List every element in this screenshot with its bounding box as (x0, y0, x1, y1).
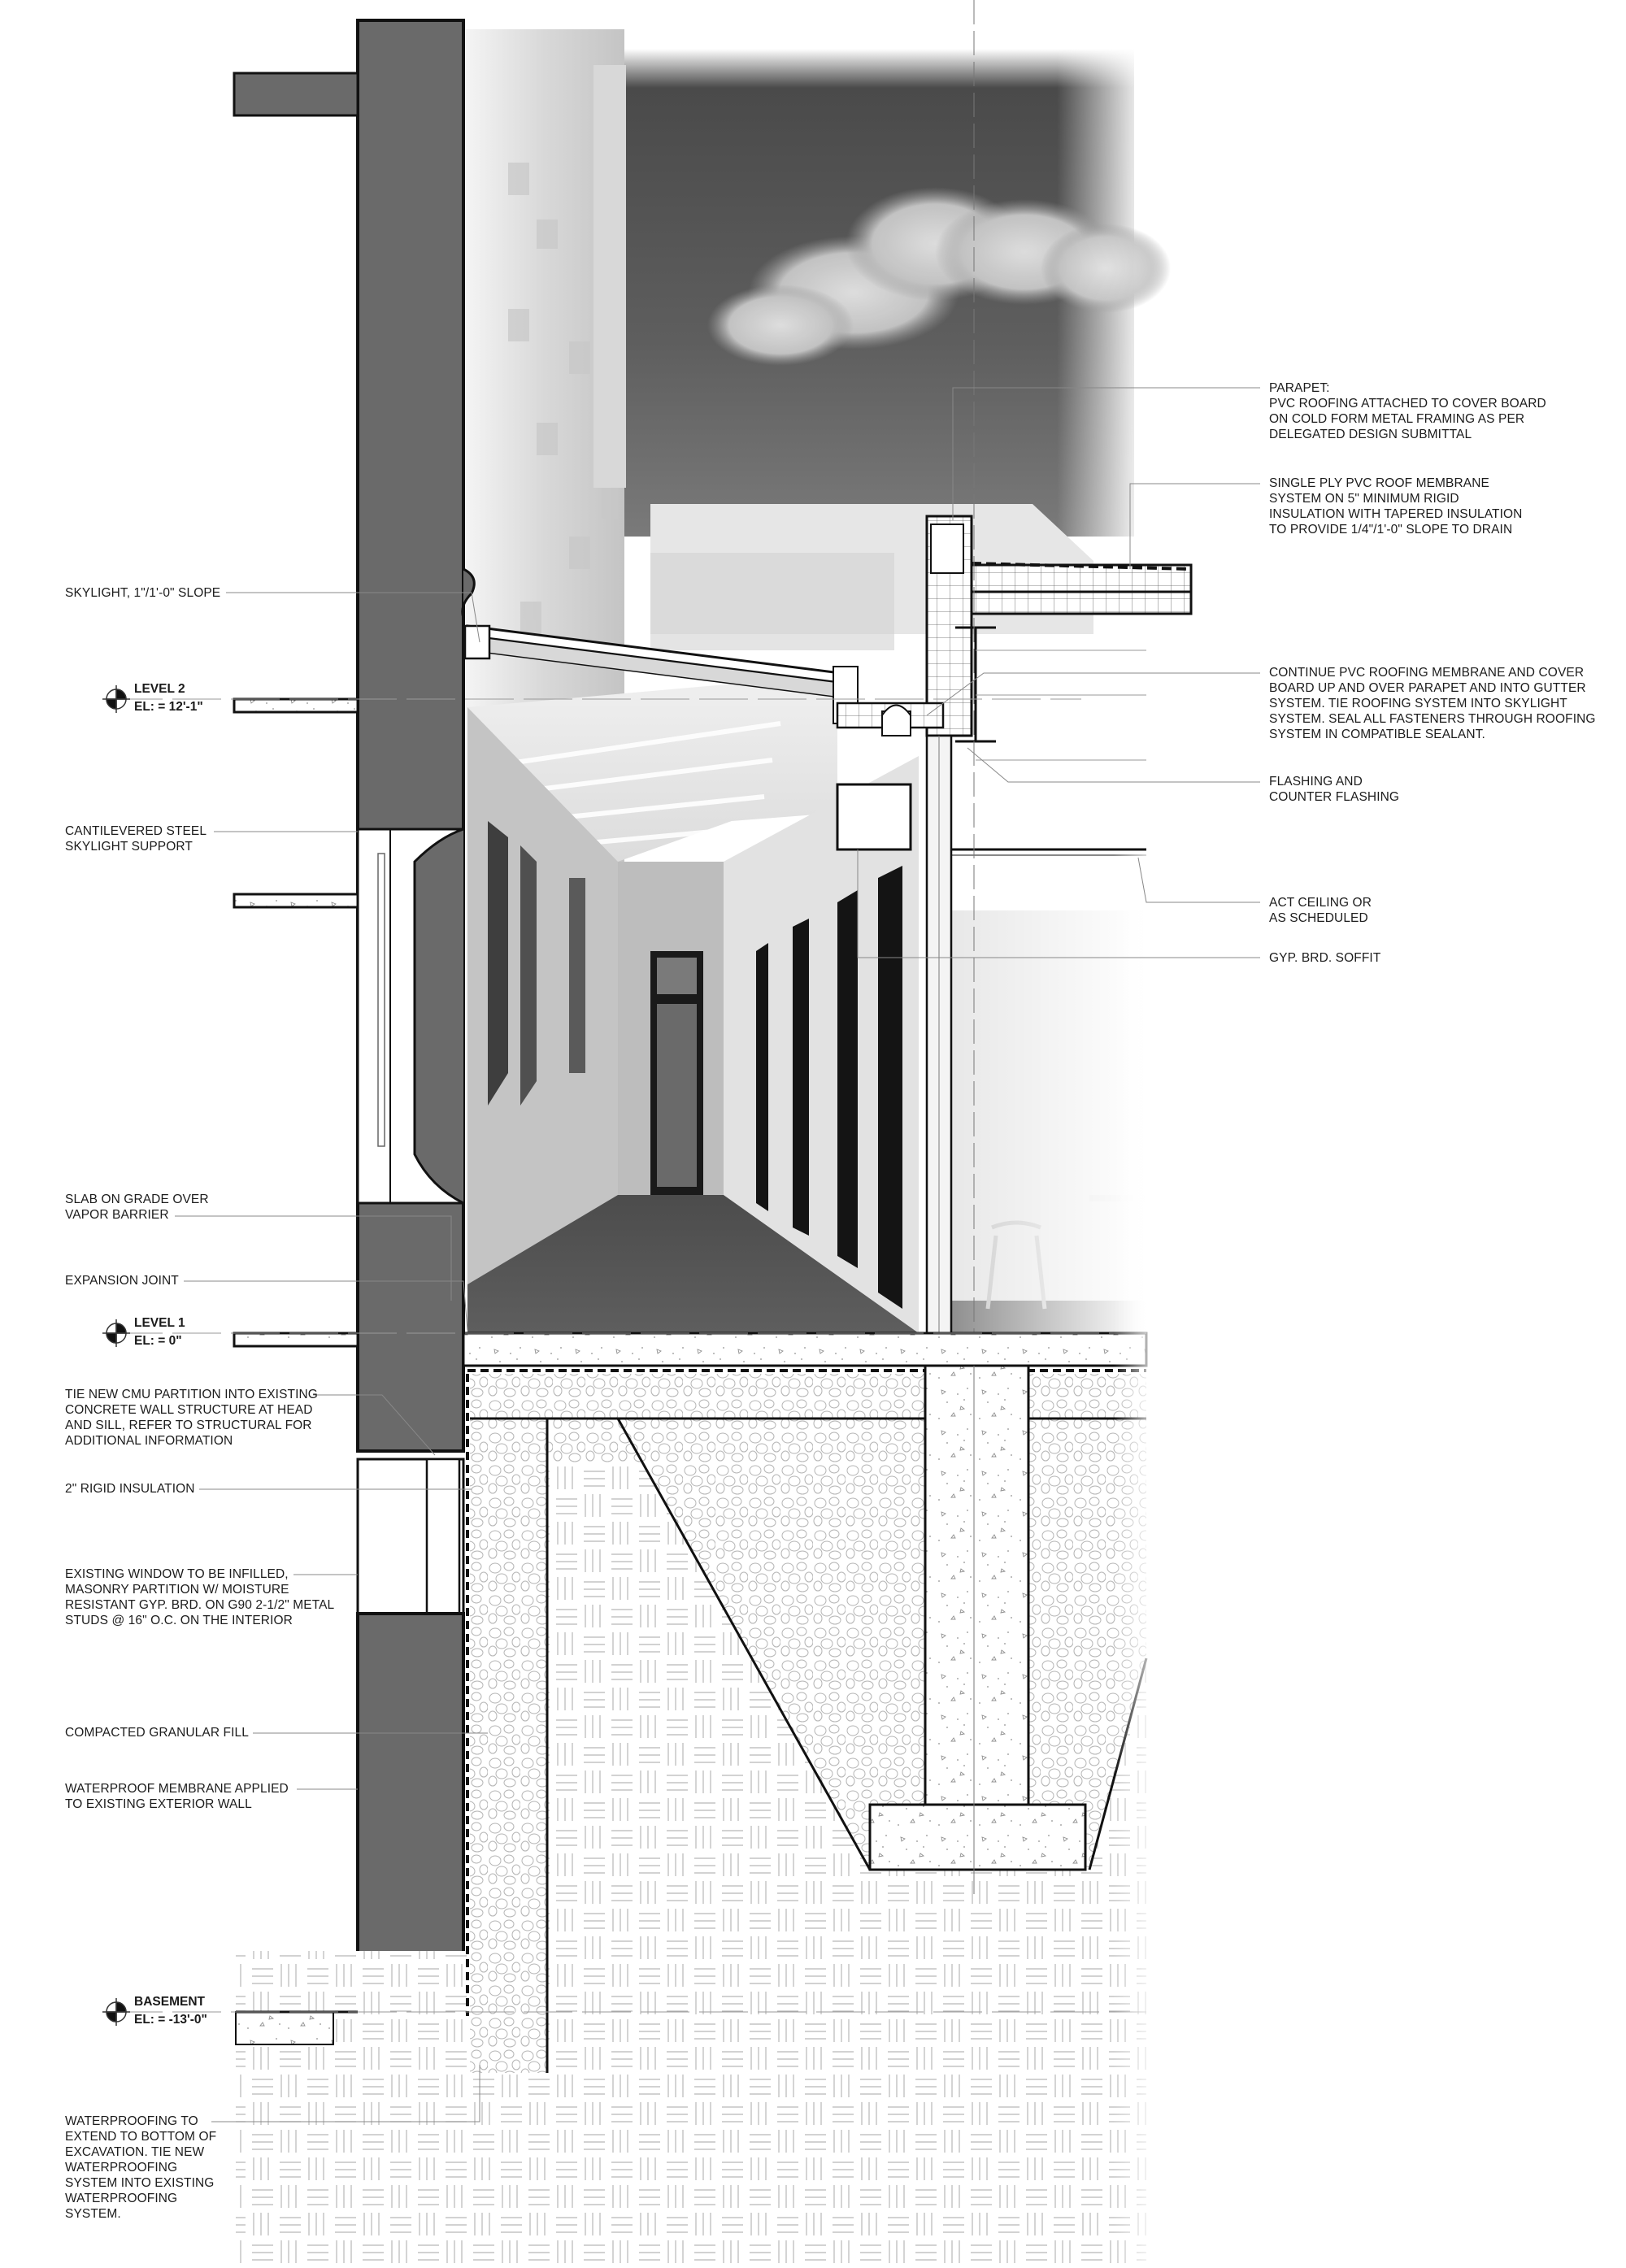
level-elevation: EL: = 0" (134, 1334, 182, 1348)
sky-backdrop (598, 49, 1171, 577)
note-window-infill: EXISTING WINDOW TO BE INFILLED, MASONRY … (65, 1567, 335, 1627)
level-2-slab (233, 697, 359, 909)
note-tie-cmu-partition: TIE NEW CMU PARTITION INTO EXISTING CONC… (65, 1388, 318, 1448)
level-marker-basement: BASEMENT EL: = -13'-0" (134, 1994, 207, 2027)
note-skylight-slope: SKYLIGHT, 1"/1'-0" SLOPE (65, 586, 221, 600)
note-parapet: PARAPET: PVC ROOFING ATTACHED TO COVER B… (1269, 381, 1546, 441)
note-gyp-soffit: GYP. BRD. SOFFIT (1269, 951, 1381, 965)
note-waterproof-membrane: WATERPROOF MEMBRANE APPLIED TO EXISTING … (65, 1782, 289, 1811)
note-flashing: FLASHING AND COUNTER FLASHING (1269, 775, 1400, 804)
note-rigid-insulation: 2" RIGID INSULATION (65, 1482, 195, 1496)
leader-lines-right (857, 387, 1260, 958)
level-name: LEVEL 1 (134, 1316, 185, 1330)
note-compacted-fill: COMPACTED GRANULAR FILL (65, 1726, 249, 1740)
slab-on-grade (233, 1332, 1148, 1372)
level-datum-symbols (102, 685, 130, 2026)
level-elevation: EL: = 12'-1" (134, 700, 203, 714)
note-continue-pvc-roofing: CONTINUE PVC ROOFING MEMBRANE AND COVER … (1269, 666, 1596, 741)
note-roof-membrane: SINGLE PLY PVC ROOF MEMBRANE SYSTEM ON 5… (1269, 476, 1523, 537)
note-expansion-joint: EXPANSION JOINT (65, 1274, 179, 1288)
existing-concrete-wall (233, 19, 493, 2075)
level-elevation: EL: = -13'-0" (134, 2013, 207, 2027)
level-name: BASEMENT (134, 1995, 205, 2009)
note-waterproofing-extent: WATERPROOFING TO EXTEND TO BOTTOM OF EXC… (65, 2114, 217, 2221)
note-slab-on-grade: SLAB ON GRADE OVER VAPOR BARRIER (65, 1193, 209, 1222)
level-name: LEVEL 2 (134, 682, 185, 696)
note-act-ceiling: ACT CEILING OR AS SCHEDULED (1269, 896, 1372, 925)
level-marker-level-1: LEVEL 1 EL: = 0" (134, 1315, 185, 1349)
leader-lines-left (175, 592, 488, 2122)
corridor-render (467, 675, 919, 1333)
note-cantilevered-steel-support: CANTILEVERED STEEL SKYLIGHT SUPPORT (65, 824, 207, 854)
level-marker-level-2: LEVEL 2 EL: = 12'-1" (134, 681, 203, 715)
